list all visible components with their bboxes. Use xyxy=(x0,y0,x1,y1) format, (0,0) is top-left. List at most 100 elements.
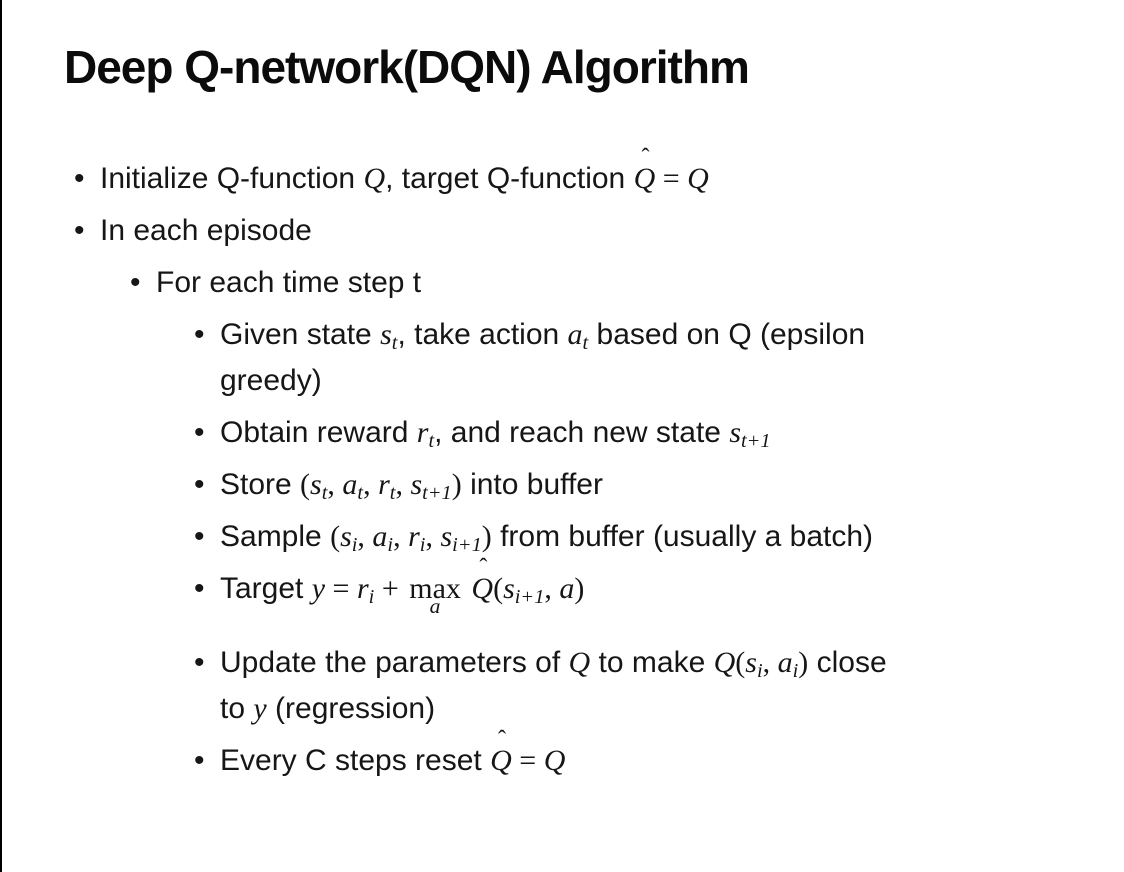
text-run: Sample xyxy=(220,520,331,553)
math-operator: ( xyxy=(493,572,504,605)
bullet-list: •Initialize Q-function Q, target Q-funct… xyxy=(2,146,1116,790)
text-run: For each time step t xyxy=(156,266,422,299)
math-subscript: i xyxy=(419,533,426,556)
text-run: Update the parameters of xyxy=(220,646,569,679)
bullet-item: •Initialize Q-function Q, target Q-funct… xyxy=(2,146,1116,202)
bullet-text: Obtain reward rt, and reach new state st… xyxy=(220,410,771,456)
math-operator: ( xyxy=(330,520,341,553)
math-subscript: i xyxy=(756,659,763,682)
math-var: y xyxy=(311,572,326,605)
math-var: Q xyxy=(543,744,566,777)
text-run: close xyxy=(808,646,887,679)
math-var: s xyxy=(340,520,352,553)
math-var: s xyxy=(745,646,757,679)
math-operator: ( xyxy=(735,646,746,679)
math-var: a xyxy=(777,646,793,679)
math-operator: , xyxy=(357,520,373,553)
text-run: from buffer (usually a batch) xyxy=(491,520,874,553)
math-operator: ) xyxy=(574,572,585,605)
math-operator: , xyxy=(393,520,409,553)
text-run: , and reach new state xyxy=(434,416,730,449)
math-var: r xyxy=(408,520,420,553)
text-run: greedy) xyxy=(220,364,322,397)
math-operator: ) xyxy=(481,520,492,553)
math-subscript: t xyxy=(582,331,589,354)
math-var: Q xyxy=(363,162,386,195)
text-run: Every C steps reset xyxy=(220,744,491,777)
math-subscript: t+1 xyxy=(422,481,452,504)
math-operator: ( xyxy=(300,468,311,501)
bullet-dot-icon: • xyxy=(130,266,141,299)
math-var: r xyxy=(378,468,390,501)
text-run: (regression) xyxy=(266,692,436,725)
text-run: , take action xyxy=(397,318,568,351)
math-subscript: i+1 xyxy=(514,585,545,608)
text-run: Initialize Q-function xyxy=(100,162,364,195)
bullet-text: Update the parameters of Q to make Q(si,… xyxy=(220,640,887,732)
math-var: s xyxy=(310,468,322,501)
hat-icon: ˆ xyxy=(498,727,506,754)
math-var: a xyxy=(559,572,575,605)
bullet-item: • Store (st, at, rt, st+1) into buffer xyxy=(2,462,1116,508)
bullet-dot-icon: • xyxy=(194,416,205,449)
math-subscript: t xyxy=(357,481,364,504)
math-var: s xyxy=(729,416,741,449)
math-var: s xyxy=(410,468,423,501)
hat-icon: ˆ xyxy=(479,555,488,582)
text-run: Given state xyxy=(220,318,381,351)
hat-icon: ˆ xyxy=(641,145,650,172)
bullet-text: For each time step t xyxy=(156,260,421,306)
math-subscript: i xyxy=(387,533,394,556)
text-run: , target Q-function xyxy=(385,162,634,195)
math-operator: , xyxy=(544,572,560,605)
math-operator: + xyxy=(374,572,407,605)
math-subscript: t xyxy=(389,481,396,504)
bullet-item: •Sample (si, ai, ri, si+1) from buffer (… xyxy=(2,514,1116,560)
math-subscript: i xyxy=(351,533,358,556)
math-operator xyxy=(464,572,472,605)
text-run: based on Q (epsilon xyxy=(588,318,866,351)
bullet-dot-icon: • xyxy=(194,744,205,777)
math-var: a xyxy=(372,520,388,553)
math-var: Q xyxy=(687,162,709,195)
math-operator: , xyxy=(363,468,379,501)
math-var: Q xyxy=(490,744,512,777)
math-var: s xyxy=(503,572,515,605)
bullet-dot-icon: • xyxy=(194,318,205,351)
math-subscript: t+1 xyxy=(741,429,771,452)
math-var: r xyxy=(416,416,429,449)
bullet-text: Initialize Q-function Q, target Q-functi… xyxy=(100,146,709,202)
bullet-dot-icon: • xyxy=(194,572,205,605)
math-operator: , xyxy=(327,468,343,501)
text-run: Obtain reward xyxy=(220,416,417,449)
math-subscript: i+1 xyxy=(452,533,482,556)
max-label: max xyxy=(409,572,461,605)
math-var: Q xyxy=(568,646,591,679)
bullet-dot-icon: • xyxy=(194,468,205,501)
bullet-item: • Obtain reward rt, and reach new state s… xyxy=(2,410,1116,456)
text-run: into buffer xyxy=(461,468,603,501)
math-operator: , xyxy=(425,520,441,553)
math-operator: ) xyxy=(451,468,462,501)
math-operator: = xyxy=(325,572,357,605)
bullet-text: In each episode xyxy=(100,208,312,254)
math-var: a xyxy=(342,468,358,501)
math-operator: = xyxy=(655,162,688,195)
math-operator: ) xyxy=(798,646,809,679)
math-subscript: t xyxy=(321,481,328,504)
bullet-dot-icon: • xyxy=(74,162,85,195)
math-var: s xyxy=(440,520,453,553)
math-subscript: t xyxy=(391,331,398,354)
math-var: y xyxy=(253,692,267,725)
math-var: a xyxy=(567,318,583,351)
math-operator: , xyxy=(395,468,411,501)
bullet-item: • For each time step t xyxy=(2,260,1116,306)
bullet-text: Store (st, at, rt, st+1) into buffer xyxy=(220,462,603,508)
